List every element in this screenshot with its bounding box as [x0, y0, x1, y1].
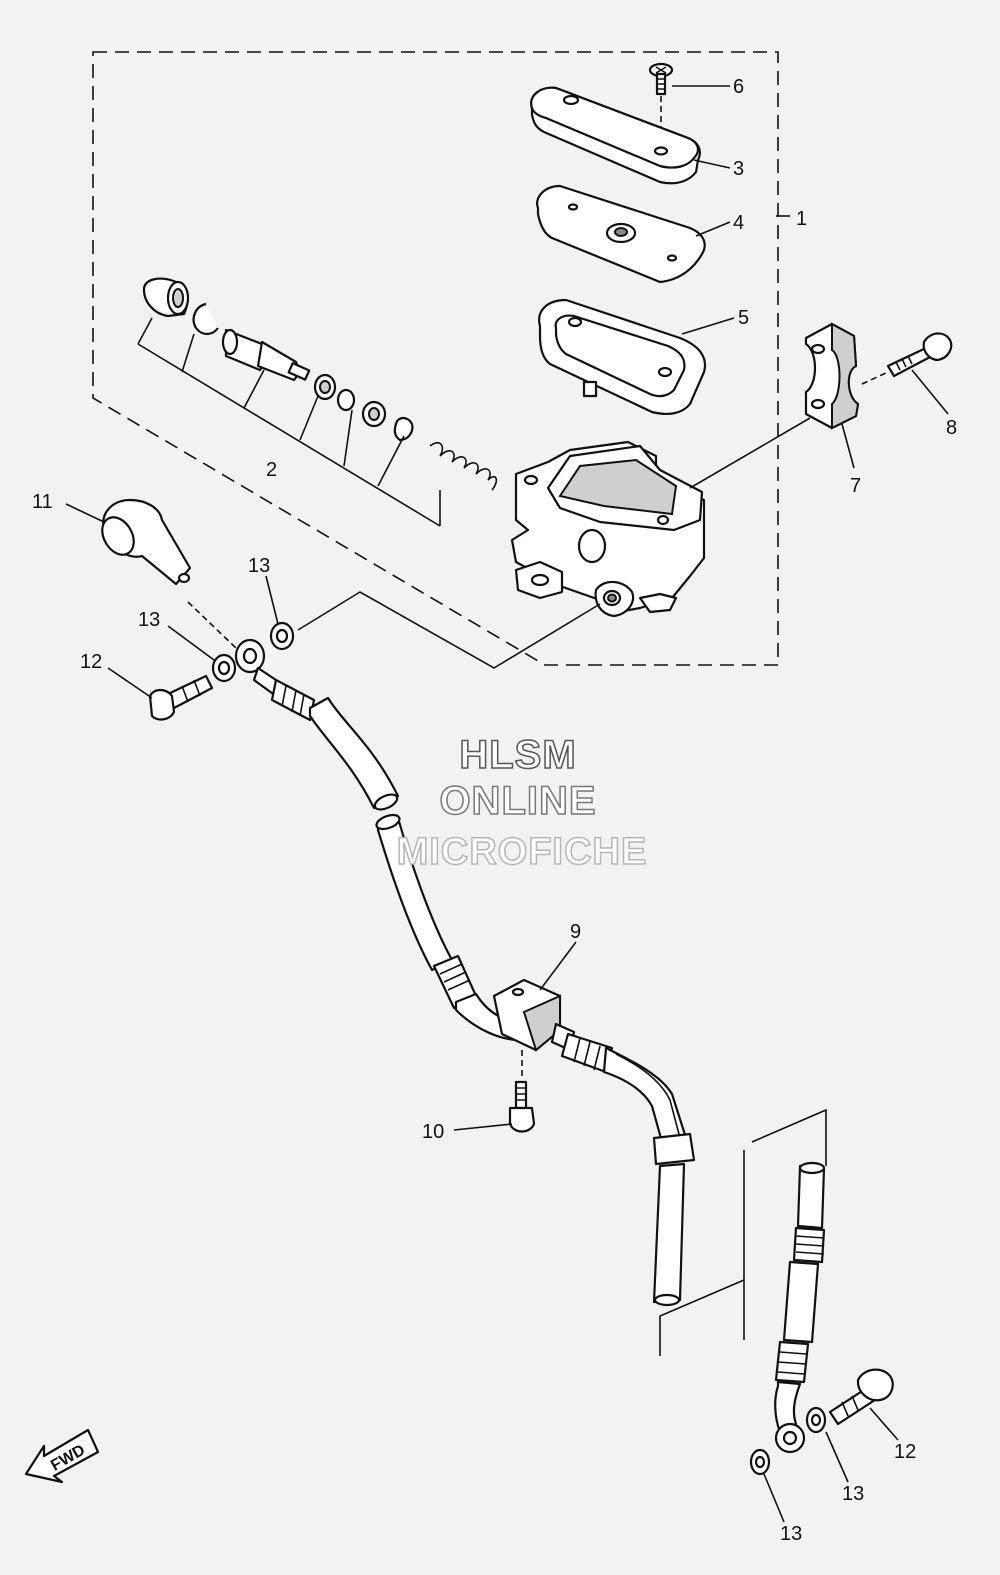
callout-9: 9 — [570, 921, 581, 943]
watermark-line-2: ONLINE — [439, 779, 596, 823]
part-master-cylinder-body[interactable] — [510, 440, 706, 618]
part-3-reservoir-cap[interactable] — [530, 86, 701, 185]
part-11-cap[interactable] — [96, 498, 192, 586]
brake-hose-caliper[interactable] — [774, 1161, 826, 1454]
watermark-line-1: HLSM — [459, 733, 576, 777]
callout-3: 3 — [733, 158, 744, 180]
watermark: HLSM ONLINE MICROFICHE — [396, 732, 648, 874]
brake-hose-lower[interactable] — [550, 1022, 696, 1307]
part-13-washer-lower-a[interactable] — [805, 1406, 827, 1434]
part-12-union-bolt-upper[interactable] — [148, 674, 214, 721]
fwd-arrow-icon: FWD — [24, 1428, 100, 1484]
part-5-gasket[interactable] — [538, 298, 707, 415]
part-13-washer-upper-a[interactable] — [269, 621, 295, 651]
callout-11: 11 — [32, 491, 53, 513]
callout-13-b: 13 — [138, 609, 160, 631]
callout-13-d: 13 — [780, 1523, 802, 1545]
watermark-line-3: MICROFICHE — [397, 831, 648, 873]
hose-connection-line — [297, 591, 601, 669]
part-2-piston-kit[interactable] — [142, 277, 498, 491]
callout-1: 1 — [796, 208, 807, 230]
brake-hose-upper[interactable] — [234, 638, 400, 813]
part-4-diaphragm[interactable] — [536, 184, 706, 284]
callout-7: 7 — [850, 475, 861, 497]
callout-labels: 6 3 4 1 5 8 7 2 11 13 13 12 9 10 12 13 1… — [32, 76, 957, 1545]
callout-12-b: 12 — [894, 1441, 916, 1463]
callout-4: 4 — [733, 212, 744, 234]
callout-12-a: 12 — [80, 651, 102, 673]
part-2-bracket — [137, 317, 441, 527]
part-13-washer-lower-b[interactable] — [749, 1448, 771, 1476]
callout-6: 6 — [733, 76, 744, 98]
part-8-bolt[interactable] — [886, 332, 953, 378]
leader-lines — [65, 85, 949, 1523]
part-7-holder[interactable] — [804, 322, 860, 430]
part-10-bolt[interactable] — [508, 1080, 536, 1133]
assembly-boundary — [92, 51, 779, 666]
callout-13-a: 13 — [248, 555, 270, 577]
part-9-hose-holder[interactable] — [492, 978, 562, 1052]
callout-8: 8 — [946, 417, 957, 439]
part-12-union-bolt-lower[interactable] — [828, 1368, 894, 1426]
break-bracket — [659, 1108, 827, 1356]
callout-2: 2 — [266, 459, 277, 481]
callout-13-c: 13 — [842, 1483, 864, 1505]
callout-10: 10 — [422, 1121, 444, 1143]
callout-5: 5 — [738, 307, 749, 329]
part-13-washer-upper-b[interactable] — [211, 653, 237, 683]
part-6-screw[interactable] — [648, 62, 674, 96]
